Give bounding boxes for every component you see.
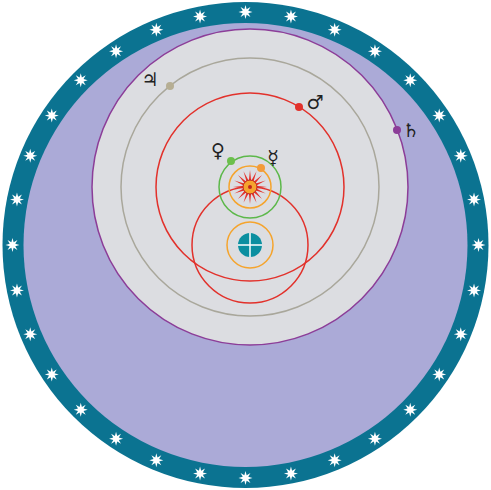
star <box>368 44 382 58</box>
sun-dot <box>248 185 252 189</box>
star <box>284 9 298 23</box>
heaven-region <box>24 23 468 467</box>
star <box>10 193 24 207</box>
star <box>403 403 417 417</box>
star <box>109 432 123 446</box>
star <box>368 432 382 446</box>
star <box>193 9 207 23</box>
star <box>23 149 37 163</box>
star <box>149 453 163 467</box>
planet-symbol: ♂ <box>306 93 323 112</box>
star <box>10 283 24 297</box>
star <box>109 44 123 58</box>
mars-orbit <box>156 93 344 281</box>
star <box>45 367 59 381</box>
saturn-orbit <box>92 29 408 345</box>
star <box>403 73 417 87</box>
jupiter-dot <box>166 82 174 90</box>
star <box>6 238 20 252</box>
earth <box>238 233 262 257</box>
star <box>328 23 342 37</box>
star <box>74 73 88 87</box>
planet-symbol: ♃ <box>141 70 158 89</box>
star <box>23 327 37 341</box>
stars <box>6 5 486 485</box>
sun-symbol <box>233 170 267 204</box>
star <box>467 193 481 207</box>
mars-dot <box>295 103 303 111</box>
fixed-star-sphere <box>3 2 489 488</box>
star <box>239 5 253 19</box>
star <box>239 471 253 485</box>
star <box>284 467 298 481</box>
venus-dot <box>227 157 235 165</box>
planet-symbol: ♄ <box>402 121 419 140</box>
star <box>432 367 446 381</box>
sun-rays <box>233 170 267 204</box>
star <box>45 109 59 123</box>
jupiter-orbit <box>121 58 379 316</box>
saturn-dot <box>393 126 401 134</box>
planet-symbol: ♀ <box>211 141 225 160</box>
star <box>193 467 207 481</box>
earth-symbol <box>238 233 262 257</box>
star <box>454 327 468 341</box>
star <box>454 149 468 163</box>
star <box>74 403 88 417</box>
moon-crescent <box>244 262 258 276</box>
planet-symbol: ☿ <box>267 148 279 167</box>
star <box>328 453 342 467</box>
earth-cross <box>249 233 251 257</box>
sun-orbit <box>192 187 308 303</box>
star <box>432 109 446 123</box>
mercury-orbit <box>229 166 271 208</box>
moon-orbit <box>227 222 273 268</box>
mercury-dot <box>257 164 265 172</box>
star <box>467 283 481 297</box>
sun-disc <box>243 180 257 194</box>
star <box>149 23 163 37</box>
star <box>472 238 486 252</box>
